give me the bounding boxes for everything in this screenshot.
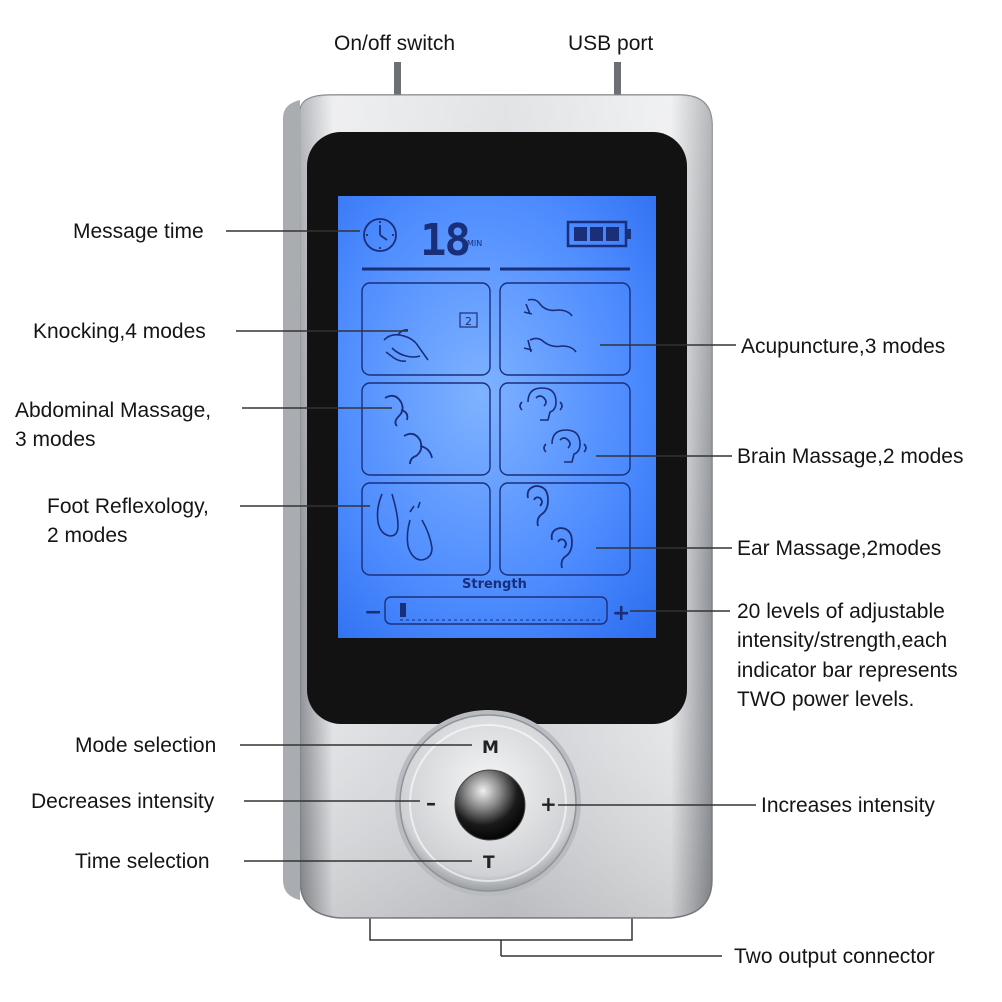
- brain-icon: [519, 387, 587, 463]
- strength-level-indicator: [400, 603, 406, 617]
- mode-button[interactable]: M: [482, 738, 499, 758]
- increase-button[interactable]: +: [540, 792, 557, 816]
- mode-box-foot: [361, 482, 491, 576]
- strength-minus: −: [364, 600, 382, 625]
- label-abdominal-line1: Abdominal Massage,: [15, 399, 212, 422]
- lcd-display: 18 MIN 2: [338, 196, 656, 638]
- label-acupuncture: Acupuncture,3 modes: [741, 335, 946, 358]
- label-knocking: Knocking,4 modes: [33, 320, 206, 343]
- label-foot-line2: 2 modes: [47, 524, 128, 547]
- label-levels-line2: intensity/strength,each: [737, 629, 948, 652]
- usb-port: [614, 62, 621, 96]
- label-increases-intensity: Increases intensity: [761, 794, 935, 817]
- strength-label: Strength: [462, 577, 527, 592]
- foot-icon: [376, 493, 433, 561]
- output-connector-bracket: [369, 912, 722, 957]
- mode-box-knocking: [361, 282, 491, 376]
- clock-icon: [363, 218, 397, 252]
- ear-icon: [526, 485, 573, 569]
- label-abdominal-line2: 3 modes: [15, 428, 96, 451]
- label-foot-line1: Foot Reflexology,: [47, 495, 209, 518]
- decrease-button[interactable]: –: [426, 791, 436, 815]
- mode-box-abdominal: [361, 382, 491, 476]
- label-levels-line4: TWO power levels.: [737, 688, 915, 711]
- battery-icon: [566, 220, 631, 248]
- label-ear-massage: Ear Massage,2modes: [737, 537, 942, 560]
- acupuncture-icon: [523, 298, 577, 353]
- strength-bar-frame: [384, 596, 608, 625]
- label-levels-line1: 20 levels of adjustable: [737, 600, 945, 623]
- on-off-switch[interactable]: [394, 62, 401, 96]
- leader-lines: [226, 230, 756, 862]
- timer-value: 18: [420, 215, 469, 266]
- label-usb-port: USB port: [568, 32, 654, 55]
- strength-plus: +: [612, 601, 630, 626]
- label-time-selection: Time selection: [75, 850, 210, 873]
- mode-box-acupuncture: [499, 282, 631, 376]
- time-button[interactable]: T: [483, 853, 495, 873]
- mode-badge-frame: [459, 312, 478, 328]
- label-brain-massage: Brain Massage,2 modes: [737, 445, 964, 468]
- label-on-off-switch: On/off switch: [334, 32, 455, 55]
- power-center-button[interactable]: [454, 769, 526, 841]
- abdominal-icon: [384, 394, 433, 465]
- timer-unit: MIN: [467, 239, 482, 248]
- mode-box-brain: [499, 382, 631, 476]
- label-levels-line3: indicator bar represents: [737, 659, 958, 682]
- label-mode-selection: Mode selection: [75, 734, 217, 757]
- label-two-output-connector: Two output connector: [734, 945, 935, 968]
- mode-box-ear: [499, 482, 631, 576]
- mode-badge: 2: [465, 315, 472, 328]
- control-pad: M T – +: [395, 710, 581, 896]
- label-decreases-intensity: Decreases intensity: [31, 790, 215, 813]
- label-message-time: Message time: [73, 220, 204, 243]
